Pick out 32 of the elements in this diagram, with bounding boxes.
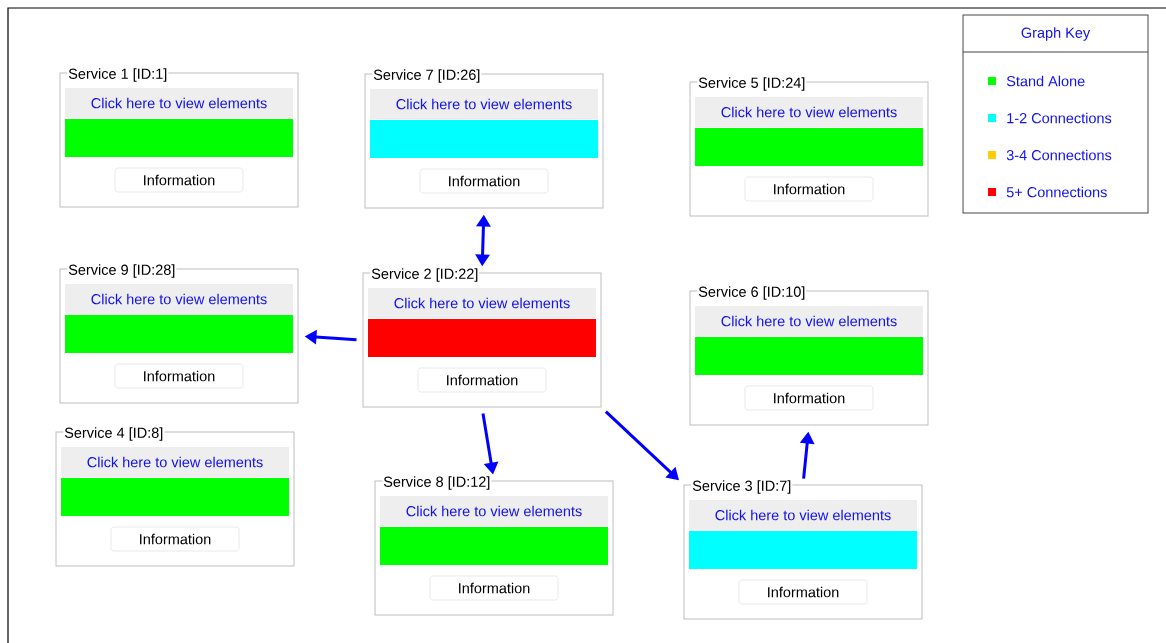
- information-button: Information: [114, 363, 244, 389]
- information-button: Information: [417, 367, 547, 393]
- panel-title: Service 8 [ID:12]: [382, 475, 492, 491]
- legend-label: 3-4 Connections: [1006, 149, 1112, 161]
- panel-title: Service 3 [ID:7]: [691, 479, 793, 495]
- view-elements-link: Click here to view elements: [61, 447, 289, 477]
- information-button: Information: [738, 579, 868, 605]
- panel-title: Service 7 [ID:26]: [372, 68, 482, 84]
- view-elements-link: Click here to view elements: [368, 288, 596, 318]
- view-elements-link: Click here to view elements: [65, 284, 293, 314]
- view-elements-link: Click here to view elements: [65, 88, 293, 118]
- information-button: Information: [429, 575, 559, 601]
- panel-title: Service 2 [ID:22]: [370, 267, 480, 283]
- information-button: Information: [114, 167, 244, 193]
- view-elements-link: Click here to view elements: [689, 500, 917, 530]
- legend-label: 1-2 Connections: [1007, 112, 1112, 124]
- information-button: Information: [110, 526, 240, 552]
- panel-title: Service 4 [ID:8]: [63, 426, 165, 442]
- panel-title: Service 6 [ID:10]: [697, 285, 807, 301]
- panel-title: Service 5 [ID:24]: [697, 76, 807, 92]
- view-elements-link: Click here to view elements: [380, 496, 608, 526]
- information-button: Information: [744, 385, 874, 411]
- legend-title: Graph Key: [1021, 27, 1091, 41]
- view-elements-link: Click here to view elements: [370, 89, 598, 119]
- legend-label: Stand Alone: [1006, 75, 1085, 87]
- view-elements-link: Click here to view elements: [695, 306, 923, 336]
- panel-title: Service 9 [ID:28]: [67, 263, 177, 279]
- information-button: Information: [744, 176, 874, 202]
- panel-title: Service 1 [ID:1]: [67, 67, 169, 83]
- information-button: Information: [419, 168, 549, 194]
- view-elements-link: Click here to view elements: [695, 97, 923, 127]
- legend-label: 5+ Connections: [1006, 186, 1107, 198]
